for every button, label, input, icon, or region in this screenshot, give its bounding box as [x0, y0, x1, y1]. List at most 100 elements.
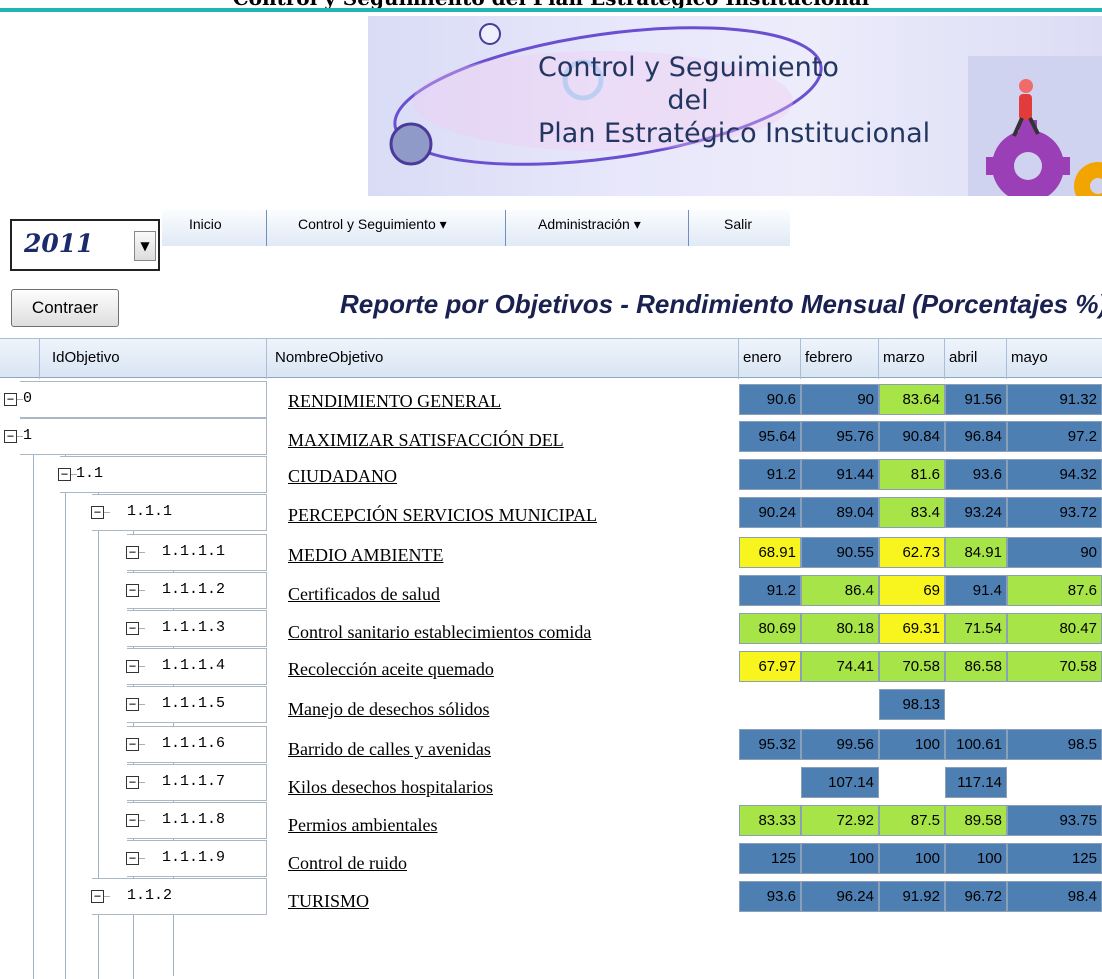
objective-id: 1.1.1.3 [162, 619, 226, 636]
value-cell: 89.04 [801, 497, 879, 528]
value-cell: 72.92 [801, 805, 879, 836]
value-cell: 95.64 [739, 421, 801, 452]
menu-item-control-seguimiento[interactable]: Control y Seguimiento ▾ [298, 216, 447, 232]
objective-name-link[interactable]: Kilos desechos hospitalarios [288, 777, 493, 797]
menu-item-inicio[interactable]: Inicio [189, 216, 222, 232]
column-header-marzo[interactable]: marzo [879, 339, 945, 379]
value-cell: 100 [879, 843, 945, 874]
menu-item-administracion[interactable]: Administración ▾ [538, 216, 641, 232]
collapse-toggle-icon[interactable]: − [126, 584, 139, 597]
cut-off-heading: Control y Seguimiento del Plan Estratégi… [0, 0, 1102, 10]
value-cell: 90.84 [879, 421, 945, 452]
collapse-toggle-icon[interactable]: − [4, 393, 17, 406]
collapse-toggle-icon[interactable]: − [126, 660, 139, 673]
collapse-toggle-icon[interactable]: − [126, 698, 139, 711]
table-row[interactable] [127, 534, 267, 571]
objective-name-link[interactable]: CIUDADANO [288, 466, 397, 486]
value-cell: 91.2 [739, 459, 801, 490]
value-cell: 90.6 [739, 384, 801, 415]
collapse-toggle-icon[interactable]: − [91, 890, 104, 903]
banner-decoration [389, 23, 1102, 196]
objective-name-link[interactable]: PERCEPCIÓN SERVICIOS MUNICIPAL [288, 505, 597, 525]
year-select[interactable]: 2011 ▼ [10, 219, 160, 271]
collapse-button[interactable]: Contraer [11, 289, 119, 327]
column-header-abril[interactable]: abril [945, 339, 1007, 379]
collapse-toggle-icon[interactable]: − [126, 776, 139, 789]
column-header-nombreobjetivo[interactable]: NombreObjetivo [267, 339, 739, 379]
table-row[interactable] [127, 610, 267, 647]
tree-line [139, 704, 145, 705]
tree-line [98, 484, 99, 979]
collapse-toggle-icon[interactable]: − [126, 738, 139, 751]
value-cell: 91.44 [801, 459, 879, 490]
orbit-bubble [389, 122, 433, 166]
table-row[interactable] [92, 494, 267, 531]
value-cell: 69.31 [879, 613, 945, 644]
tree-line [139, 552, 145, 553]
walking-person-icon [1012, 79, 1040, 137]
table-row[interactable] [20, 418, 267, 455]
gear-orange-icon [1074, 162, 1102, 196]
value-cell: 91.4 [945, 575, 1007, 606]
objective-name-link[interactable]: Control de ruido [288, 853, 407, 873]
table-row[interactable] [20, 381, 267, 418]
objective-id: 1.1.1.4 [162, 657, 226, 674]
value-cell: 99.56 [801, 729, 879, 760]
objective-name-link[interactable]: RENDIMIENTO GENERAL [288, 391, 502, 411]
value-cell: 90.55 [801, 537, 879, 568]
objective-name-link[interactable]: Certificados de salud [288, 584, 440, 604]
objective-name-link[interactable]: Recolección aceite quemado [288, 659, 494, 679]
objective-name-link[interactable]: MAXIMIZAR SATISFACCIÓN DEL [288, 430, 564, 450]
table-row[interactable] [127, 572, 267, 609]
collapse-toggle-icon[interactable]: − [58, 468, 71, 481]
collapse-toggle-icon[interactable]: − [91, 506, 104, 519]
table-row[interactable] [127, 802, 267, 839]
value-cell-empty [1007, 767, 1102, 798]
objective-name-link[interactable]: MEDIO AMBIENTE [288, 545, 444, 565]
value-cell: 93.6 [739, 881, 801, 912]
tree-line [139, 744, 145, 745]
objective-id: 1.1.1.2 [162, 581, 226, 598]
value-cell: 80.69 [739, 613, 801, 644]
banner-title: Control y Seguimiento del Plan Estratégi… [538, 52, 930, 151]
column-header-febrero[interactable]: febrero [801, 339, 879, 379]
column-header-mayo[interactable]: mayo [1011, 349, 1048, 366]
table-row[interactable] [127, 840, 267, 877]
value-cell: 91.32 [1007, 384, 1102, 415]
value-cell: 95.76 [801, 421, 879, 452]
collapse-toggle-icon[interactable]: − [4, 430, 17, 443]
table-row[interactable] [127, 726, 267, 763]
value-cell: 98.13 [879, 689, 945, 720]
objective-name-link[interactable]: TURISMO [288, 891, 370, 911]
table-row[interactable] [127, 764, 267, 801]
objective-id: 1.1.1.1 [162, 543, 226, 560]
objective-name-link[interactable]: Permios ambientales [288, 815, 438, 835]
table-row[interactable] [127, 648, 267, 685]
collapse-toggle-icon[interactable]: − [126, 814, 139, 827]
collapse-toggle-icon[interactable]: − [126, 852, 139, 865]
collapse-toggle-icon[interactable]: − [126, 546, 139, 559]
table-row[interactable] [92, 878, 267, 915]
value-cell-empty [945, 689, 1007, 720]
value-cell: 86.4 [801, 575, 879, 606]
banner-title-line-1: Control y Seguimiento [538, 52, 839, 83]
objective-name-link[interactable]: Control sanitario establecimientos comid… [288, 622, 592, 642]
objective-name-link[interactable]: Manejo de desechos sólidos [288, 699, 490, 719]
banner-title-line-2: del [667, 84, 709, 116]
chevron-down-icon[interactable]: ▼ [134, 231, 156, 261]
objective-name-link[interactable]: Barrido de calles y avenidas [288, 739, 491, 759]
objective-id: 1.1.2 [127, 887, 173, 904]
collapse-toggle-icon[interactable]: − [126, 622, 139, 635]
tree-line [33, 408, 34, 979]
value-cell: 83.64 [879, 384, 945, 415]
value-cell: 93.75 [1007, 805, 1102, 836]
table-row[interactable] [60, 456, 267, 493]
column-header-enero[interactable]: enero [739, 339, 801, 379]
table-row[interactable] [127, 686, 267, 723]
orbit-bubble-small [479, 23, 501, 45]
column-header-idobjetivo[interactable]: IdObjetivo [40, 339, 267, 379]
menu-item-salir[interactable]: Salir [724, 216, 753, 232]
value-cell: 86.58 [945, 651, 1007, 682]
value-cell: 90.24 [739, 497, 801, 528]
value-cell: 100 [945, 843, 1007, 874]
